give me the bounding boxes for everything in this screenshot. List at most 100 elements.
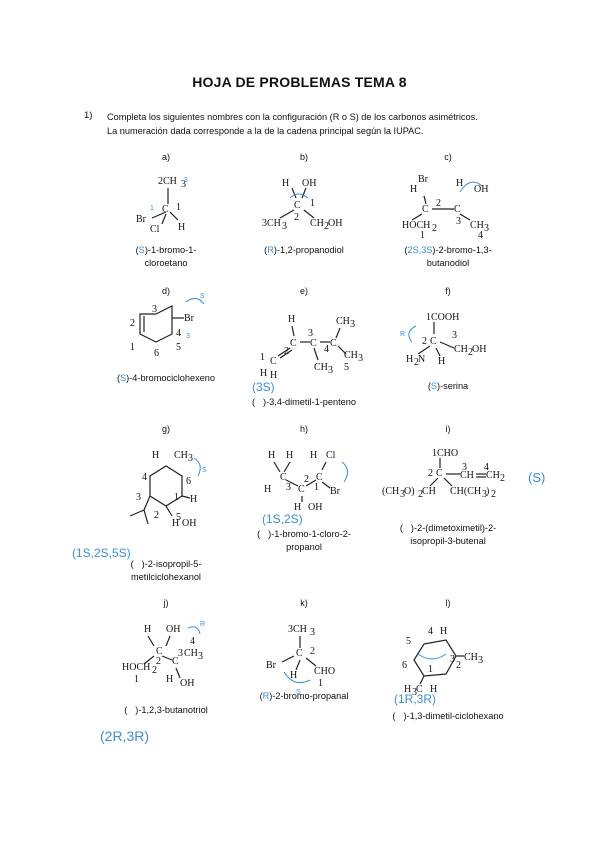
caption-e: ()-3,4-dimetil-1-penteno	[251, 397, 357, 407]
caption-l: ()-1,3-dimetil-ciclohexano	[392, 711, 504, 721]
svg-text:3CH: 3CH	[262, 218, 281, 229]
item-label-i: i)	[445, 424, 451, 434]
svg-text:H: H	[430, 684, 437, 695]
caption-c: (2S,3S)-2-bromo-1,3-butanodiol	[404, 245, 492, 268]
question-instructions: Completa los siguientes nombres con la c…	[107, 110, 547, 138]
svg-text:2: 2	[310, 646, 315, 657]
svg-text:C: C	[296, 648, 303, 659]
svg-text:C: C	[436, 468, 443, 479]
svg-text:Br: Br	[184, 313, 195, 324]
svg-text:R: R	[400, 331, 405, 338]
svg-text:CH: CH	[454, 344, 468, 355]
svg-text:C: C	[422, 204, 429, 215]
handnote-h: (1S,2S)	[262, 512, 303, 526]
svg-text:CH: CH	[344, 350, 358, 361]
svg-text:4: 4	[478, 230, 483, 241]
svg-text:2: 2	[130, 318, 135, 329]
answer-b: R	[267, 245, 274, 255]
svg-text:H: H	[288, 314, 295, 325]
svg-text:3: 3	[400, 489, 405, 500]
svg-text:3: 3	[462, 462, 467, 473]
svg-text:5: 5	[176, 342, 181, 353]
svg-text:Br: Br	[330, 486, 341, 497]
item-label-k: k)	[300, 598, 308, 608]
svg-text:CH: CH	[486, 470, 500, 481]
svg-text:H: H	[438, 356, 445, 367]
svg-text:H: H	[268, 450, 275, 461]
svg-text:C: C	[172, 656, 179, 667]
svg-text:3: 3	[136, 492, 141, 503]
svg-text:1: 1	[130, 342, 135, 353]
svg-text:2: 2	[436, 198, 441, 209]
svg-text:Br: Br	[418, 174, 429, 185]
instruction-line-2: La numeración dada corresponde a la de l…	[107, 126, 424, 136]
svg-text:Br: Br	[266, 660, 277, 671]
svg-text:N: N	[418, 354, 425, 365]
svg-text:C: C	[162, 204, 169, 215]
svg-text:CH(CH: CH(CH	[450, 486, 481, 497]
svg-text:3: 3	[181, 179, 186, 190]
svg-text:1CHO: 1CHO	[432, 448, 458, 459]
svg-text:1: 1	[420, 230, 425, 241]
svg-text:6: 6	[402, 660, 407, 671]
svg-text:1: 1	[134, 674, 139, 685]
item-label-f: f)	[445, 286, 451, 296]
item-label-c: c)	[444, 152, 452, 162]
svg-text:C: C	[280, 472, 287, 483]
svg-text:R: R	[200, 621, 205, 628]
item-label-d: d)	[161, 286, 171, 296]
svg-text:1COOH: 1COOH	[426, 312, 459, 323]
svg-text:OH: OH	[472, 344, 486, 355]
svg-text:CH: CH	[310, 218, 324, 229]
svg-text:C: C	[416, 684, 423, 695]
svg-text:H: H	[178, 222, 185, 233]
handnote-i: (S)	[528, 470, 546, 485]
item-label-b: b)	[299, 152, 309, 162]
svg-text:2: 2	[284, 346, 289, 357]
svg-text:3: 3	[350, 319, 355, 330]
svg-text:3: 3	[484, 223, 489, 234]
svg-text:3: 3	[152, 304, 157, 315]
svg-text:1: 1	[260, 352, 265, 363]
caption-f: (S)-serina	[427, 381, 469, 391]
caption-g: ()-2-isopropil-5-metilciclohexanol	[130, 559, 202, 582]
svg-text:OH: OH	[182, 518, 196, 529]
svg-text:1: 1	[174, 492, 179, 503]
svg-text:H: H	[406, 354, 413, 365]
svg-text:2: 2	[500, 473, 505, 484]
page-title: HOJA DE PROBLEMAS TEMA 8	[192, 74, 407, 90]
item-label-a: a)	[161, 152, 171, 162]
svg-text:CH: CH	[422, 486, 436, 497]
svg-text:1: 1	[176, 202, 181, 213]
svg-text:5: 5	[344, 362, 349, 373]
svg-text:): )	[486, 486, 489, 497]
svg-text:C: C	[270, 356, 277, 367]
svg-text:S: S	[202, 467, 207, 474]
svg-text:2CH: 2CH	[158, 176, 177, 187]
svg-text:Cl: Cl	[326, 450, 336, 461]
svg-text:2: 2	[304, 474, 309, 485]
svg-text:3: 3	[450, 654, 455, 665]
item-label-g: g)	[161, 424, 171, 434]
svg-text:2: 2	[468, 347, 473, 358]
svg-text:H: H	[294, 502, 301, 513]
svg-text:C: C	[310, 338, 317, 349]
handnote-g: (1S,2S,5S)	[72, 546, 131, 560]
svg-text:3: 3	[282, 221, 287, 232]
svg-text:H: H	[290, 670, 297, 681]
caption-a: (S)-1-bromo-1-cloroetano	[135, 245, 197, 268]
svg-text:H: H	[166, 674, 173, 685]
svg-text:4: 4	[176, 328, 181, 339]
svg-text:(CH: (CH	[382, 486, 399, 497]
svg-text:3: 3	[178, 648, 183, 659]
svg-text:CH: CH	[336, 316, 350, 327]
caption-b: (R)-1,2-propanodiol	[264, 245, 344, 255]
svg-text:C: C	[294, 200, 301, 211]
svg-text:4: 4	[428, 626, 433, 637]
